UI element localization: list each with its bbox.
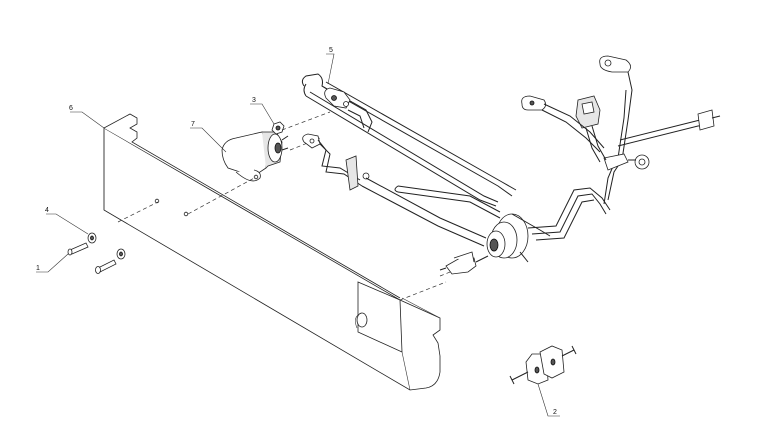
callout-2: 2: [553, 409, 557, 416]
callout-6: 6: [69, 105, 73, 112]
callout-labels: 1 2 3 4 5 6 7: [36, 47, 557, 416]
callout-4: 4: [45, 207, 49, 214]
bolt-part-1b: [95, 248, 126, 274]
solenoid: [221, 131, 289, 182]
leader-lines: [36, 53, 560, 417]
wire-harness: [301, 55, 721, 263]
key-set-near-switch: [439, 251, 489, 275]
mounting-panel: [103, 113, 441, 391]
key-set-part-2: [509, 345, 577, 385]
callout-7: 7: [191, 121, 195, 128]
callout-1: 1: [36, 265, 40, 272]
bolt-part-1: [67, 232, 97, 256]
callout-3: 3: [252, 97, 256, 104]
callout-5: 5: [329, 47, 333, 54]
nut-part-3: [271, 121, 285, 135]
